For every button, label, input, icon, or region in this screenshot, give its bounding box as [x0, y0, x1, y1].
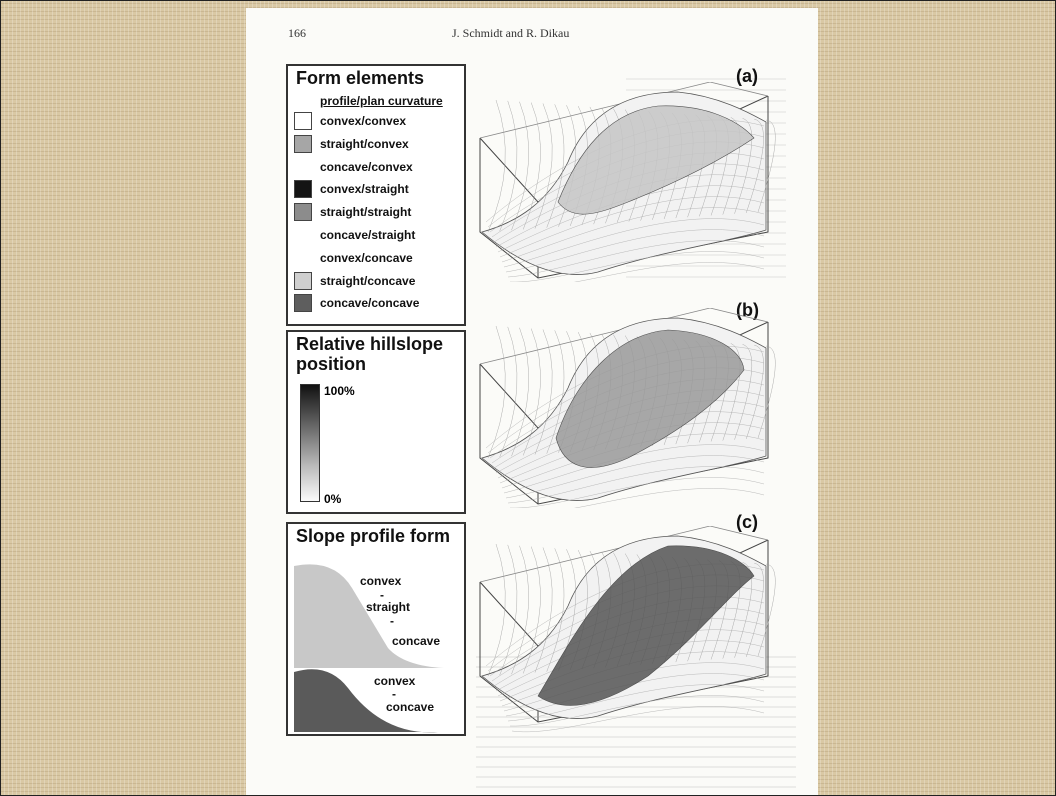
legend-item: convex/convex [294, 112, 494, 132]
slope-profile-legend: Slope profile form convex - straight - c… [286, 522, 466, 736]
legend-swatch [294, 180, 312, 198]
legend-label: convex/concave [320, 251, 413, 265]
hillslope-gradient-bar [300, 384, 320, 502]
legend-label: concave/straight [320, 228, 415, 242]
running-head: J. Schmidt and R. Dikau [452, 26, 569, 41]
lower-shape-line2: concave [386, 700, 434, 714]
panel-a-surface [478, 82, 778, 282]
panel-c-surface [478, 526, 778, 746]
form-elements-title: Form elements [296, 68, 424, 89]
gradient-max-label: 100% [324, 384, 355, 398]
legend-item: concave/convex [294, 158, 494, 178]
hillslope-title-line1: Relative hillslope [296, 334, 443, 355]
legend-item: straight/convex [294, 135, 494, 155]
legend-item: concave/concave [294, 294, 494, 314]
gradient-min-label: 0% [324, 492, 341, 506]
legend-item: convex/straight [294, 180, 494, 200]
legend-item: straight/straight [294, 203, 494, 223]
terrain-mesh-line [488, 544, 505, 676]
legend-swatch [294, 112, 312, 130]
lower-shape-line1: convex [374, 674, 415, 688]
legend-label: concave/concave [320, 296, 419, 310]
legend-swatch [294, 226, 312, 244]
form-elements-legend: Form elements profile/plan curvature con… [286, 64, 466, 326]
legend-swatch [294, 272, 312, 290]
slope-profile-title: Slope profile form [296, 526, 450, 547]
upper-shape-line3: concave [392, 634, 440, 648]
page-number: 166 [288, 26, 306, 41]
legend-swatch [294, 249, 312, 267]
upper-shape-line2: straight [366, 600, 410, 614]
terrain-mesh-line [488, 100, 505, 232]
curvature-column-header: profile/plan curvature [320, 94, 443, 108]
upper-shape-line1: convex [360, 574, 401, 588]
legend-label: straight/convex [320, 137, 409, 151]
legend-item: convex/concave [294, 249, 494, 269]
legend-label: convex/convex [320, 114, 406, 128]
legend-swatch [294, 158, 312, 176]
legend-label: straight/straight [320, 205, 411, 219]
paper-page: 166 J. Schmidt and R. Dikau Form element… [246, 8, 818, 796]
hillslope-position-legend: Relative hillslope position 100% 0% [286, 330, 466, 514]
legend-label: straight/concave [320, 274, 415, 288]
legend-swatch [294, 135, 312, 153]
legend-item: straight/concave [294, 272, 494, 292]
upper-shape-dash2: - [390, 614, 394, 628]
legend-swatch [294, 203, 312, 221]
legend-swatch [294, 294, 312, 312]
legend-item: concave/straight [294, 226, 494, 246]
lower-shape-dash1: - [392, 687, 396, 701]
legend-label: concave/convex [320, 160, 413, 174]
terrain-mesh-line [488, 326, 505, 458]
legend-label: convex/straight [320, 182, 409, 196]
hillslope-title-line2: position [296, 354, 366, 375]
panel-b-surface [478, 308, 778, 508]
